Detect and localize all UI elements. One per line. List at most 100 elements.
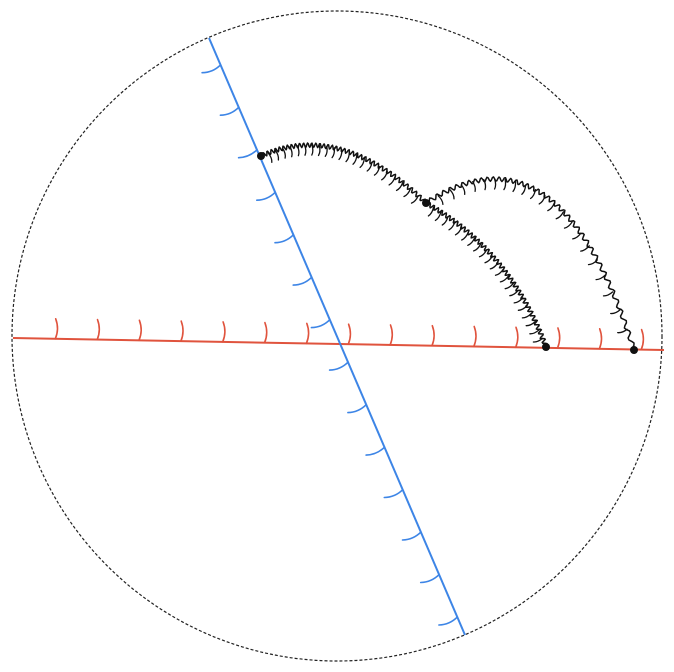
arc-a-b-hatch [311,144,314,156]
arc-b-c-hatch [513,297,524,304]
arc-a-b-hatch [366,161,373,172]
arc-b-c-hatch [494,268,505,276]
arc-a-b-hatch [381,170,388,181]
arc-a-b-hatch [345,151,350,163]
arc-a-b [260,142,427,204]
arc-a-b-hatch [303,144,307,156]
arc-b-d-hatch [512,181,517,193]
red-line-tick [598,328,603,350]
arc-a-b-hatch [289,146,293,158]
arc-a-b-hatch [274,149,280,161]
red-line-tick [305,322,310,345]
arc-a-b-hatch [331,147,336,159]
blue-line-tick [347,403,367,414]
point-d [630,346,638,354]
arc-a-b-hatch [338,149,343,161]
arc-a-b-hatch [282,147,286,159]
arc-b-c-hatch [427,206,435,217]
red-line-tick [263,321,268,344]
arc-a-b-hatch [352,154,358,165]
red-line-tick [180,320,184,342]
arc-b-c-hatch [517,304,528,311]
arc-b-d-hatch [555,211,565,220]
blue-line-tick [365,446,386,456]
point-b [422,199,430,207]
arc-b-c-hatch [473,243,482,252]
lines-layer [12,37,665,636]
arc-b-d-hatch [538,195,546,205]
arc-b-c-hatch [499,275,510,283]
blue-line-tick [401,531,422,541]
arc-b-c-hatch [461,231,469,241]
arc-b-d-hatch [529,189,537,200]
arc-b-c-hatch [509,289,519,297]
arc-a-b-hatch [296,145,300,157]
red-line-tick [221,321,226,343]
arc-b-d-hatch [580,245,590,252]
arc-a-b-hatch [324,145,328,157]
arc-b-c-hatch [454,226,463,236]
red-line-tick [640,328,645,351]
boundary-circle [11,10,663,662]
red-line [12,337,665,351]
arc-b-d-hatch [521,184,527,195]
red-line-tick [431,324,435,347]
point-a [257,152,265,160]
arc-b-d-hatch [472,181,476,193]
arc-a-b-hatch [395,181,404,192]
red-line-tick [54,318,59,340]
blue-line-tick [201,64,222,74]
arc-b-c-hatch [467,237,476,246]
arc-b-c-hatch [484,255,494,264]
blue-line-tick [328,361,349,371]
red-line-tick [389,324,394,346]
arc-b-d-hatch [449,189,455,200]
arc-b-d-hatch [493,178,497,190]
arc-b-c-hatch [489,261,499,270]
arc-a-b-hatch [403,188,412,198]
blue-line-tick [256,191,276,201]
blue-line-tick [419,573,440,584]
arc-b-c-hatch [448,221,456,231]
arc-b-d-hatch [503,179,507,191]
arc-a-b-hatch [373,165,381,176]
arc-a-b-hatch [317,144,321,157]
blue-line-tick [292,276,313,286]
arc-a-b-hatch [359,157,366,169]
blue-line-tick [438,616,459,626]
arc-b-d-hatch [610,309,621,315]
points-layer [257,152,638,354]
arc-b-c-hatch [525,320,536,327]
red-line-tick [96,318,101,341]
arc-b-c-hatch [521,312,532,319]
arc-b-c-hatch [532,337,544,343]
arc-b-c-hatch [434,211,442,222]
red-line-tick [138,319,142,342]
arc-b-d-hatch [572,232,582,240]
blue-line-tick [310,318,331,329]
arcs-layer [260,142,635,351]
arc-b-d [425,176,635,351]
blue-line-tick [237,149,258,159]
arc-a-b-hatch [267,152,273,163]
arc-b-c-hatch [504,282,515,290]
blue-line [208,37,466,636]
red-line-tick [473,325,477,348]
arc-b-d-hatch [483,179,487,191]
red-line-tick [556,327,561,349]
arc-b-d-hatch [587,259,598,266]
blue-line-tick [383,488,404,499]
arc-b-d-hatch [563,221,573,229]
point-c [542,343,550,351]
arc-b-c-hatch [441,216,449,226]
arc-b-c-hatch [529,329,540,335]
blue-line-tick [274,234,295,244]
arc-b-c-hatch [478,249,488,258]
arc-b-d-hatch [547,202,555,212]
arc-b-d-hatch [437,195,444,206]
arc-b-d-hatch [460,184,466,196]
red-line-tick [514,326,519,349]
arc-b-d-hatch [617,328,628,334]
arc-b-d-hatch [602,291,614,297]
